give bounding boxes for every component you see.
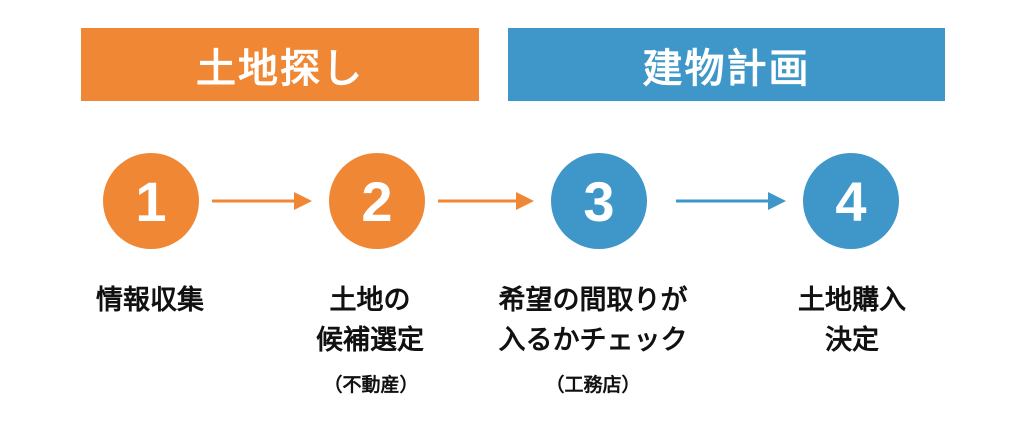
step-1-number: 1 bbox=[135, 169, 167, 233]
step-1-circle: 1 bbox=[103, 153, 199, 249]
step-3-label-line-1: 希望の間取りが bbox=[498, 285, 688, 316]
step-3-circle: 3 bbox=[551, 153, 647, 249]
step-2-label: 土地の 候補選定 bbox=[316, 281, 424, 361]
step-2-label-line-1: 土地の bbox=[329, 285, 411, 316]
step-4-label: 土地購入 決定 bbox=[798, 281, 906, 361]
building-plan-phase-banner: 建物計画 bbox=[508, 28, 945, 101]
step-3-note: （工務店） bbox=[545, 374, 641, 396]
step-2-number: 2 bbox=[361, 169, 393, 233]
step-3-label: 希望の間取りが 入るかチェック bbox=[499, 281, 688, 361]
step-3-label-line-2: 入るかチェック bbox=[498, 325, 688, 356]
arrow-right-icon bbox=[212, 192, 312, 210]
step-4-number: 4 bbox=[835, 169, 867, 233]
step-1-label: 情報収集 bbox=[96, 281, 204, 321]
land-search-phase-label: 土地探し bbox=[196, 45, 364, 92]
land-search-phase-banner: 土地探し bbox=[81, 28, 479, 101]
step-2-note: （不動産） bbox=[323, 374, 419, 396]
step-4-label-line-1: 土地購入 bbox=[798, 285, 906, 316]
step-1-label-line-1: 情報収集 bbox=[96, 285, 204, 316]
step-2-label-line-2: 候補選定 bbox=[316, 325, 424, 356]
step-2-circle: 2 bbox=[329, 153, 425, 249]
building-plan-phase-label: 建物計画 bbox=[642, 45, 811, 92]
arrow-right-icon bbox=[676, 192, 786, 210]
step-3-number: 3 bbox=[583, 169, 615, 233]
step-4-circle: 4 bbox=[803, 153, 899, 249]
step-4-label-line-2: 決定 bbox=[825, 325, 879, 356]
arrow-right-icon bbox=[438, 192, 534, 210]
